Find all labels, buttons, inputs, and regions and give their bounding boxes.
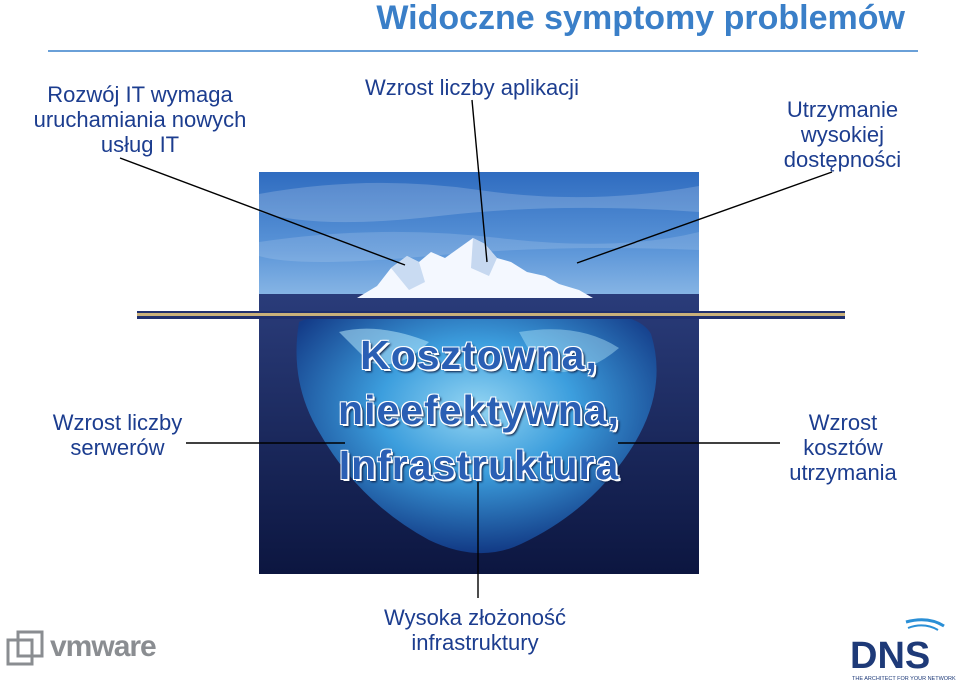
dns-logo-graphic: DNS THE ARCHITECT FOR YOUR NETWORK: [850, 618, 956, 682]
vmware-logo-icon: [6, 630, 44, 666]
dns-logo-tagline: THE ARCHITECT FOR YOUR NETWORK: [852, 676, 956, 682]
label-servers-growth: Wzrost liczby serwerów: [52, 410, 183, 460]
label-apps-growth: Wzrost liczby aplikacji: [365, 75, 579, 100]
iceberg-caption-line1: Kosztowna,: [360, 332, 598, 378]
iceberg-caption-line3: Infrastruktura: [338, 442, 620, 488]
label-new-services: Rozwój IT wymaga uruchamiania nowych usł…: [33, 82, 247, 157]
waterline-bar: [137, 311, 845, 319]
title-underline: [48, 50, 918, 52]
vmware-logo-text: vmware: [50, 630, 157, 663]
label-maintenance-costs: Wzrost kosztów utrzymania: [789, 410, 897, 485]
dns-logo-text: DNS: [850, 635, 930, 677]
vmware-logo: vmware: [6, 628, 157, 672]
iceberg-caption: Kosztowna, nieefektywna, Infrastruktura: [259, 328, 699, 493]
iceberg-image: [259, 172, 699, 574]
iceberg-caption-line2: nieefektywna,: [338, 387, 620, 433]
label-high-availability: Utrzymanie wysokiej dostępności: [783, 97, 902, 172]
slide-title: Widoczne symptomy problemów: [376, 0, 905, 37]
dns-logo: DNS THE ARCHITECT FOR YOUR NETWORK: [848, 616, 958, 686]
label-infrastructure-complexity: Wysoka złożoność infrastruktury: [384, 605, 566, 655]
